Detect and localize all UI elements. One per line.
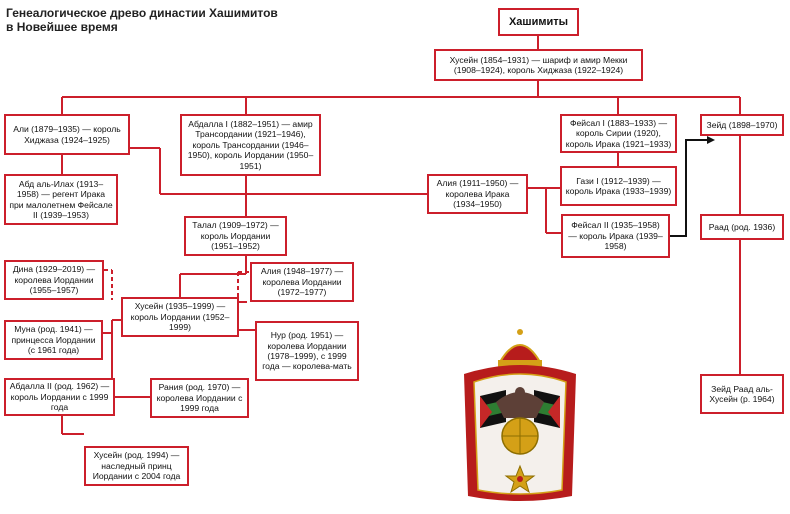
eagle-icon: [496, 387, 544, 418]
box-dina: Дина (1929–2019) — королева Иордании (19…: [4, 260, 104, 300]
box-ali: Али (1879–1935) — король Хиджаза (1924–1…: [4, 114, 130, 155]
label-muna: Муна (род. 1941) — принцесса Иордании (с…: [11, 324, 96, 356]
box-abdalla-ii: Абдалла II (род. 1962) — король Иордании…: [4, 378, 115, 416]
diagram-title: Генеалогическое древо династии Хашимитов…: [6, 6, 278, 34]
box-hussein-1854: Хусейн (1854–1931) — шариф и амир Мекки …: [434, 49, 643, 81]
title-line-2: в Новейшее время: [6, 20, 118, 34]
box-talal: Талал (1909–1972) — король Иордании (195…: [184, 216, 287, 256]
box-ghazi-i: Гази I (1912–1939) — король Ирака (1933–…: [560, 166, 677, 206]
succession-arrow: [670, 136, 715, 237]
label-rania: Рания (род. 1970) — королева Иордании с …: [156, 382, 243, 414]
crown-icon: [498, 329, 542, 368]
label-zeid-raad: Зейд Раад аль-Хусейн (р. 1964): [709, 383, 775, 404]
box-hussein-1935: Хусейн (1935–1999) — король Иордании (19…: [121, 297, 239, 337]
box-raad: Раад (род. 1936): [700, 214, 784, 240]
label-faisal-i: Фейсал I (1883–1933) — король Сирии (192…: [565, 117, 672, 149]
flags-icon: [480, 390, 560, 428]
label-ghazi-i: Гази I (1912–1939) — король Ирака (1933–…: [565, 175, 672, 196]
label-raad: Раад (род. 1936): [708, 221, 776, 232]
order-star-icon: [504, 464, 536, 494]
box-rania: Рания (род. 1970) — королева Иордании с …: [150, 378, 249, 418]
label-abdalla-i: Абдалла I (1882–1951) — амир Трансордани…: [187, 118, 314, 171]
label-dina: Дина (1929–2019) — королева Иордании (19…: [12, 264, 96, 296]
box-faisal-ii: Фейсал II (1935–1958) — король Ирака (19…: [561, 214, 670, 258]
label-faisal-ii: Фейсал II (1935–1958) — король Ирака (19…: [568, 220, 663, 252]
box-faisal-i: Фейсал I (1883–1933) — король Сирии (192…: [560, 114, 677, 153]
label-abd-al-ilah: Абд аль-Илах (1913–1958) — регент Ирака …: [9, 178, 113, 220]
label-hussein-1854: Хусейн (1854–1931) — шариф и амир Мекки …: [449, 54, 628, 75]
box-zeid-raad: Зейд Раад аль-Хусейн (р. 1964): [700, 374, 784, 414]
label-alia-1911: Алия (1911–1950) — королева Ирака (1934–…: [436, 178, 519, 210]
label-talal: Талал (1909–1972) — король Иордании (195…: [192, 220, 279, 252]
label-hashemites: Хашимиты: [508, 15, 569, 28]
label-ali: Али (1879–1935) — король Хиджаза (1924–1…: [13, 124, 121, 145]
box-muna: Муна (род. 1941) — принцесса Иордании (с…: [4, 320, 103, 360]
box-abd-al-ilah: Абд аль-Илах (1913–1958) — регент Ирака …: [4, 174, 118, 225]
label-zeid: Зейд (1898–1970): [706, 119, 778, 130]
box-noor: Нур (род. 1951) — королева Иордании (197…: [255, 321, 359, 381]
box-alia-1948: Алия (1948–1977) — королева Иордании (19…: [250, 262, 354, 302]
globe-lines: [502, 418, 538, 454]
box-abdalla-i: Абдалла I (1882–1951) — амир Трансордани…: [180, 114, 321, 176]
title-line-1: Генеалогическое древо династии Хашимитов: [6, 6, 278, 20]
label-hussein-1935: Хусейн (1935–1999) — король Иордании (19…: [130, 301, 230, 333]
coat-of-arms-emblem: [464, 329, 576, 501]
box-hashemites: Хашимиты: [498, 8, 579, 36]
label-noor: Нур (род. 1951) — королева Иордании (197…: [262, 330, 352, 372]
label-hussein-1994: Хусейн (род. 1994) — наследный принц Иор…: [92, 450, 181, 482]
box-zeid: Зейд (1898–1970): [700, 114, 784, 136]
label-abdalla-ii: Абдалла II (род. 1962) — король Иордании…: [9, 381, 110, 413]
box-hussein-1994: Хусейн (род. 1994) — наследный принц Иор…: [84, 446, 189, 486]
box-alia-1911: Алия (1911–1950) — королева Ирака (1934–…: [427, 174, 528, 214]
label-alia-1948: Алия (1948–1977) — королева Иордании (19…: [260, 266, 344, 298]
